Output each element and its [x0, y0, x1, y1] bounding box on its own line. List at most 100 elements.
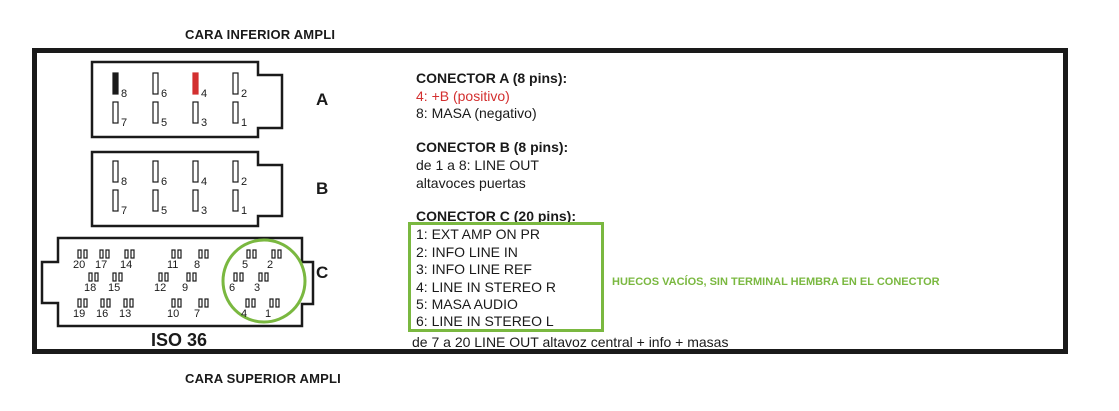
- pin-slot-c-14-b: [130, 249, 135, 259]
- pin-slot-c-2-b: [277, 249, 282, 259]
- pin-slot-8: [112, 160, 119, 183]
- pin-number-1: 1: [241, 205, 247, 217]
- pin-slot-1: [232, 101, 239, 124]
- pin-slot-c-13: [123, 298, 128, 308]
- pin-slot-c-10-b: [177, 298, 182, 308]
- pin-slot-c-11-b: [177, 249, 182, 259]
- pin-slot-c-19-b: [83, 298, 88, 308]
- connector-b-heading: CONECTOR B (8 pins):: [416, 139, 569, 155]
- pin-number-7: 7: [121, 205, 127, 217]
- pin-number-c-11: 11: [167, 259, 178, 271]
- pin-number-3: 3: [201, 205, 207, 217]
- pin-number-5: 5: [161, 205, 167, 217]
- pin-slot-c-12: [158, 272, 163, 282]
- pin-slot-c-17-b: [105, 249, 110, 259]
- pin-number-5: 5: [161, 117, 167, 129]
- pin-line-3: 3: INFO LINE REF: [416, 261, 532, 277]
- pin-slot-c-18: [88, 272, 93, 282]
- pin-number-3: 3: [201, 117, 207, 129]
- pin-number-8: 8: [121, 176, 127, 188]
- iso-label: ISO 36: [151, 330, 208, 350]
- pin-slot-c-3: [258, 272, 263, 282]
- pin-slot-c-7: [198, 298, 203, 308]
- pin-slot-c-3-b: [264, 272, 269, 282]
- pin-slot-7: [112, 189, 119, 212]
- pin-number-c-18: 18: [84, 282, 96, 294]
- pin-slot-c-4: [245, 298, 250, 308]
- pin-number-c-3: 3: [254, 282, 260, 294]
- pin-slot-c-16: [100, 298, 105, 308]
- pin-slot-c-6: [233, 272, 238, 282]
- pin-slot-c-1-b: [275, 298, 280, 308]
- pin-line-1: 1: EXT AMP ON PR: [416, 226, 540, 242]
- pin-number-4: 4: [201, 176, 207, 188]
- pin-slot-c-11: [171, 249, 176, 259]
- connector-b-line1: de 1 a 8: LINE OUT: [416, 157, 539, 173]
- empty-slots-note: HUECOS VACÍOS, SIN TERMINAL HEMBRA EN EL…: [612, 276, 940, 288]
- pin-slot-c-9-b: [192, 272, 197, 282]
- pin-number-c-4: 4: [241, 308, 247, 320]
- connector-a-label: A: [316, 90, 329, 109]
- pin-slot-c-9: [186, 272, 191, 282]
- pin-number-c-7: 7: [194, 308, 200, 320]
- pin-slot-6: [152, 160, 159, 183]
- pin-slot-c-7-b: [204, 298, 209, 308]
- pin-slot-4: [192, 160, 199, 183]
- pin-slot-c-5-b: [252, 249, 257, 259]
- pin-line-6: 6: LINE IN STEREO L: [416, 313, 554, 329]
- connector-a-housing: [90, 60, 284, 139]
- pin-slot-7: [112, 101, 119, 124]
- connector-b-housing: [90, 150, 284, 228]
- pin-slot-c-16-b: [106, 298, 111, 308]
- pin-slot-c-13-b: [129, 298, 134, 308]
- pin-slot-5: [152, 101, 159, 124]
- pin-slot-c-20: [77, 249, 82, 259]
- pin-slot-5: [152, 189, 159, 212]
- pin-line-4: 4: LINE IN STEREO R: [416, 279, 557, 295]
- bottom-caption: CARA SUPERIOR AMPLI: [185, 371, 341, 386]
- connector-c-footer: de 7 a 20 LINE OUT altavoz central + inf…: [412, 334, 729, 350]
- pin-number-7: 7: [121, 117, 127, 129]
- pin-number-c-12: 12: [154, 282, 166, 294]
- pin-number-2: 2: [241, 88, 247, 100]
- pin-number-c-19: 19: [73, 308, 85, 320]
- pin-number-c-20: 20: [73, 259, 85, 271]
- pin-slot-c-4-b: [251, 298, 256, 308]
- pin-number-c-17: 17: [95, 259, 107, 271]
- connector-a-line1: 4: +B (positivo): [416, 88, 510, 104]
- connector-b-line2: altavoces puertas: [416, 175, 526, 191]
- pin-slot-2: [232, 160, 239, 183]
- pin-number-c-13: 13: [119, 308, 131, 320]
- connector-a-line2: 8: MASA (negativo): [416, 105, 537, 121]
- pin-number-6: 6: [161, 176, 167, 188]
- pin-slot-c-10: [171, 298, 176, 308]
- connector-b-pins: 8 6 4 2 7 5 3 1: [112, 160, 247, 217]
- pin-slot-3: [192, 101, 199, 124]
- connector-a-heading: CONECTOR A (8 pins):: [416, 70, 568, 86]
- pin-number-6: 6: [161, 88, 167, 100]
- diagram-frame: [32, 48, 1068, 354]
- pin-slot-2: [232, 72, 239, 95]
- top-caption: CARA INFERIOR AMPLI: [185, 27, 336, 42]
- pin-number-c-6: 6: [229, 282, 235, 294]
- pin-number-c-1: 1: [265, 308, 271, 320]
- pin-slot-8: [112, 72, 119, 95]
- pin-slot-c-18-b: [94, 272, 99, 282]
- pin-number-c-16: 16: [96, 308, 108, 320]
- pin-number-c-14: 14: [120, 259, 132, 271]
- pin-slot-c-5: [246, 249, 251, 259]
- pin-list-box: [408, 222, 604, 332]
- highlight-circle: [221, 238, 307, 324]
- pin-slot-c-14: [124, 249, 129, 259]
- pin-slot-c-8: [198, 249, 203, 259]
- pin-number-2: 2: [241, 176, 247, 188]
- pin-slot-c-6-b: [239, 272, 244, 282]
- pin-slot-c-20-b: [83, 249, 88, 259]
- pin-slot-c-17: [99, 249, 104, 259]
- pin-line-5: 5: MASA AUDIO: [416, 296, 518, 312]
- pin-number-c-10: 10: [167, 308, 179, 320]
- pin-number-4: 4: [201, 88, 207, 100]
